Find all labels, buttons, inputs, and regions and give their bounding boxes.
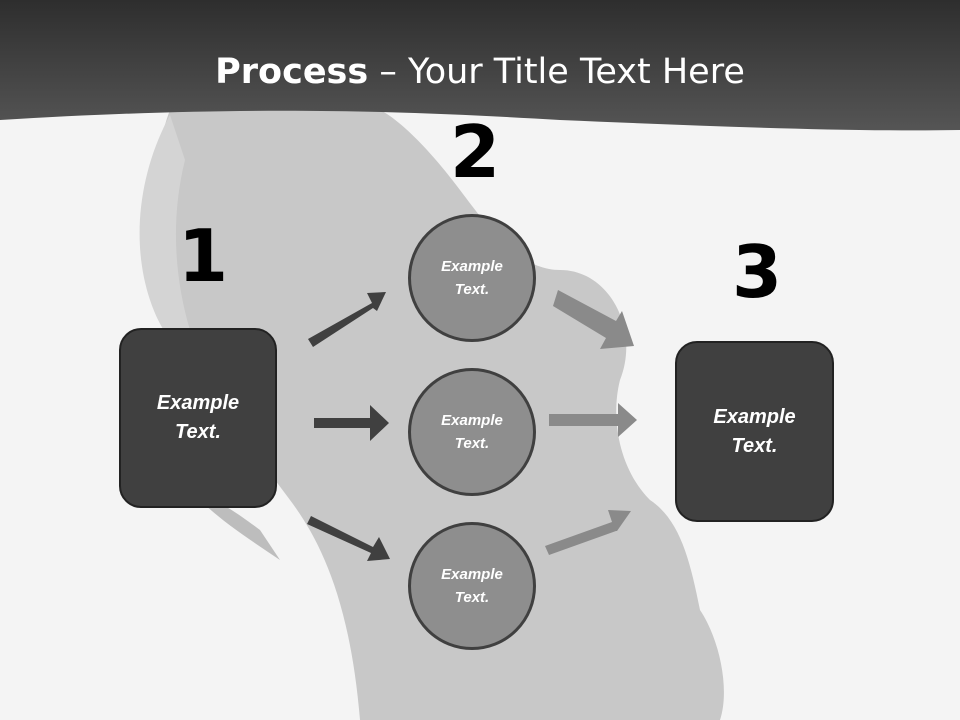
arrow-down-right-left bbox=[307, 516, 390, 561]
right-box: Example Text. bbox=[675, 341, 834, 522]
arrow-right-right bbox=[549, 403, 637, 437]
circle-middle-label: Example Text. bbox=[441, 412, 503, 452]
header-band bbox=[0, 0, 960, 131]
title-rest: – Your Title Text Here bbox=[368, 52, 745, 92]
arrow-up-right-left bbox=[308, 292, 386, 347]
silhouette-hair-lower bbox=[200, 495, 280, 560]
right-box-label: Example Text. bbox=[713, 405, 796, 457]
arrow-right-left bbox=[314, 405, 389, 441]
title-bold: Process bbox=[215, 52, 369, 92]
page-title: Process – Your Title Text Here bbox=[0, 52, 960, 92]
circle-bottom: Example Text. bbox=[408, 522, 536, 650]
step-number-2: 2 bbox=[450, 110, 501, 194]
left-box-label: Example Text. bbox=[156, 392, 240, 443]
arrow-down-right-right bbox=[553, 290, 634, 349]
circle-bottom-label: Example Text. bbox=[441, 566, 503, 606]
circle-top: Example Text. bbox=[408, 214, 536, 342]
left-box: Example Text. bbox=[119, 328, 277, 508]
arrow-up-right-right bbox=[545, 510, 631, 555]
silhouette-hair bbox=[139, 115, 195, 360]
circle-top-label: Example Text. bbox=[441, 258, 503, 298]
step-number-1: 1 bbox=[178, 214, 229, 298]
step-number-3: 3 bbox=[732, 230, 783, 314]
circle-middle: Example Text. bbox=[408, 368, 536, 496]
